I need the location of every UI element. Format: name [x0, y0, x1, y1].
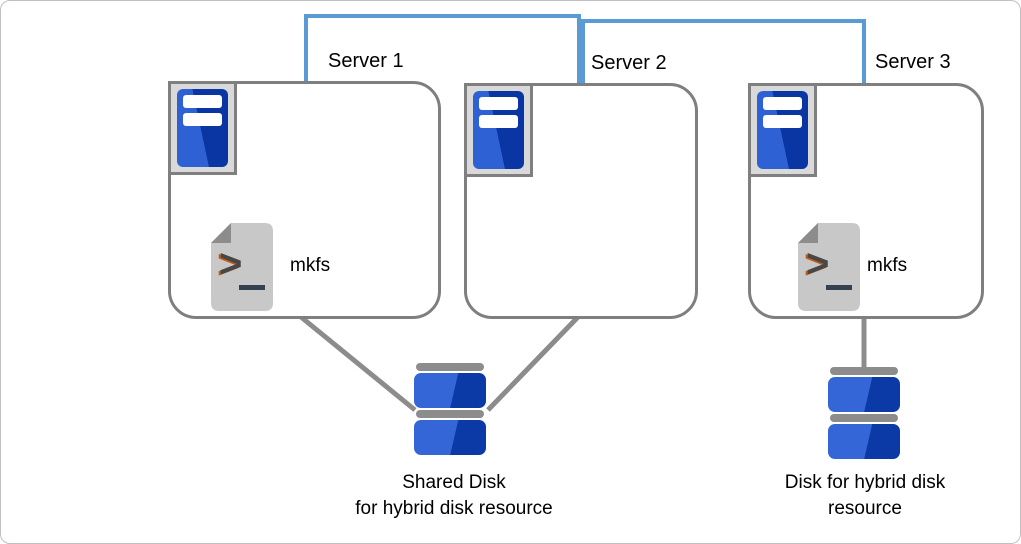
hybrid-disk-caption-line1: Disk for hybrid disk [784, 472, 946, 493]
hybrid-disk-caption: Disk for hybrid disk resource [762, 470, 968, 522]
disk-link-server1 [299, 315, 417, 412]
disk-platter [414, 420, 486, 455]
svg-text:>: > [806, 242, 829, 286]
disk-platter [828, 377, 900, 412]
hybrid-disk-caption-line2: resource [828, 498, 902, 519]
server-tower-slot-icon [763, 97, 802, 110]
shared-disk-caption-line2: for hybrid disk resource [355, 498, 553, 519]
server-tower-icon [177, 89, 228, 167]
svg-text:>: > [804, 243, 827, 287]
server3-icon [748, 83, 817, 177]
hybrid-disk-icon [828, 367, 900, 459]
server2-box [464, 83, 698, 319]
script-file-icon: > > [211, 223, 273, 311]
server-tower-slot-icon [183, 95, 222, 108]
mkfs-label: mkfs [867, 255, 908, 276]
network-link-server2-server3 [581, 19, 866, 85]
disk-platter [828, 424, 900, 459]
svg-text:>: > [217, 243, 240, 287]
shared-disk-icon [414, 363, 486, 455]
server1-icon [168, 81, 237, 175]
script-file-icon: > > [798, 223, 860, 311]
shared-disk-caption: Shared Disk for hybrid disk resource [313, 470, 595, 522]
disk-platter [414, 373, 486, 408]
server2-icon [464, 83, 533, 177]
mkfs-label: mkfs [290, 255, 331, 276]
disk-bar [830, 414, 898, 422]
server-tower-slot-icon [763, 115, 802, 128]
server1-label: Server 1 [328, 50, 404, 72]
server-tower-slot-icon [183, 113, 222, 126]
server-tower-slot-icon [479, 97, 518, 110]
disk-bar [416, 410, 484, 418]
disk-link-server2 [486, 315, 580, 412]
server-tower-icon [757, 91, 808, 169]
svg-text:>: > [219, 242, 242, 286]
server-tower-icon [473, 91, 524, 169]
network-link-server1-server2 [304, 14, 581, 85]
server3-label: Server 3 [875, 51, 951, 73]
server2-label: Server 2 [591, 52, 667, 74]
disk-bar [830, 367, 898, 375]
disk-bar [416, 363, 484, 371]
server-tower-slot-icon [479, 115, 518, 128]
shared-disk-caption-line1: Shared Disk [402, 472, 506, 493]
